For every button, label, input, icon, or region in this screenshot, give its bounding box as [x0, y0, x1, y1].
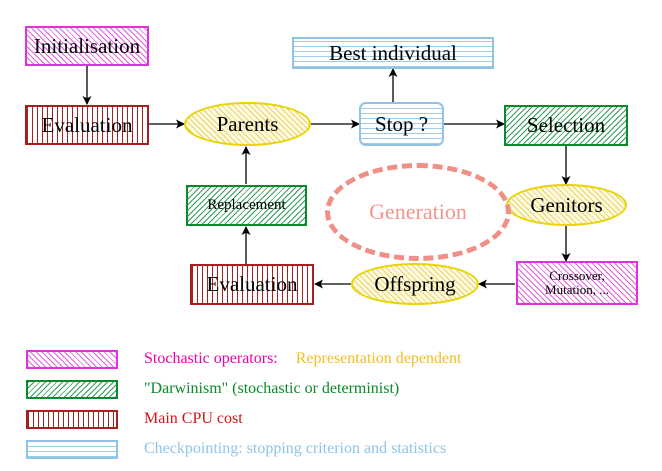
legend-swatch-magenta-diagonal-hatch	[26, 349, 118, 369]
generation-loop-boundary: Generation	[325, 163, 511, 261]
legend-label-main-cpu-cost: Main CPU cost	[144, 410, 243, 427]
node-evaluation-bottom[interactable]: Evaluation	[190, 264, 314, 305]
node-genitors[interactable]: Genitors	[506, 184, 627, 226]
legend-swatch-blue-horizontal-lines	[26, 439, 118, 459]
node-selection[interactable]: Selection	[504, 105, 628, 146]
node-parents[interactable]: Parents	[184, 102, 311, 146]
node-crossover-mutation[interactable]: Crossover, Mutation, ...	[516, 261, 638, 305]
legend: Stochastic operators: Representation dep…	[0, 340, 662, 460]
legend-row-darwinism: "Darwinism" (stochastic or determinist)	[26, 378, 399, 400]
legend-swatch-green-diagonal-hatch	[26, 379, 118, 399]
legend-swatch-red-vertical-lines	[26, 409, 118, 429]
legend-row-cpu-cost: Main CPU cost	[26, 408, 243, 430]
node-replacement[interactable]: Replacement	[186, 185, 307, 226]
generation-label: Generation	[369, 199, 467, 224]
crossover-line-2: Mutation, ...	[545, 282, 609, 297]
legend-label-representation-dependent: Representation dependent	[295, 350, 462, 367]
node-evaluation-top[interactable]: Evaluation	[25, 105, 149, 145]
node-best-individual[interactable]: Best individual	[292, 37, 494, 69]
legend-row-stochastic: Stochastic operators: Representation dep…	[26, 348, 461, 370]
legend-label-checkpointing: Checkpointing: stopping criterion and st…	[144, 440, 447, 457]
legend-label-stochastic-operators: Stochastic operators:	[144, 350, 278, 367]
crossover-line-1: Crossover,	[549, 268, 605, 284]
legend-row-checkpointing: Checkpointing: stopping criterion and st…	[26, 438, 446, 460]
legend-label-darwinism: "Darwinism" (stochastic or determinist)	[144, 380, 400, 397]
node-stop[interactable]: Stop ?	[359, 102, 444, 146]
node-offspring[interactable]: Offspring	[351, 263, 479, 305]
node-initialisation[interactable]: Initialisation	[25, 26, 149, 66]
